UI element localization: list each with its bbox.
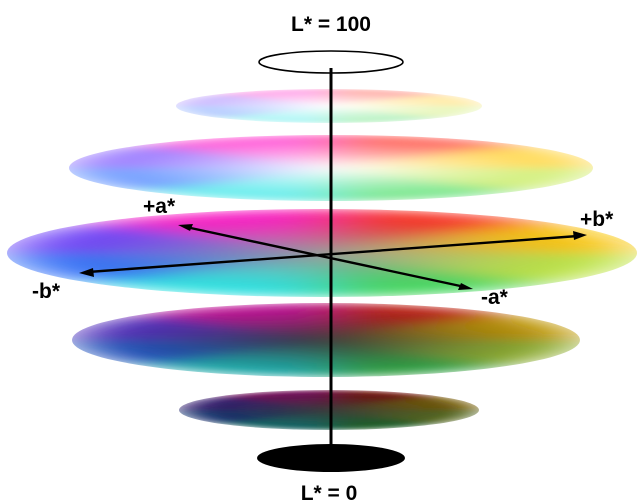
label-plus-b: +b* xyxy=(580,208,614,231)
hue-disc-dark xyxy=(72,303,580,377)
b-axis-plus-arrowhead xyxy=(573,231,587,240)
hue-disc-very-light xyxy=(176,89,482,123)
a-axis-minus-arrowhead xyxy=(458,283,473,290)
label-plus-a: +a* xyxy=(143,195,176,218)
label-lightness-0: L* = 0 xyxy=(301,482,358,503)
hue-disc-very-dark xyxy=(179,390,479,430)
hue-disc-mid xyxy=(7,209,637,297)
label-lightness-100: L* = 100 xyxy=(291,13,371,36)
a-axis xyxy=(185,225,466,289)
b-axis xyxy=(87,234,579,274)
b-axis-minus-arrowhead xyxy=(79,268,94,277)
a-axis-plus-arrowhead xyxy=(178,224,193,231)
label-minus-a: -a* xyxy=(481,286,509,309)
label-minus-b: -b* xyxy=(32,280,61,303)
